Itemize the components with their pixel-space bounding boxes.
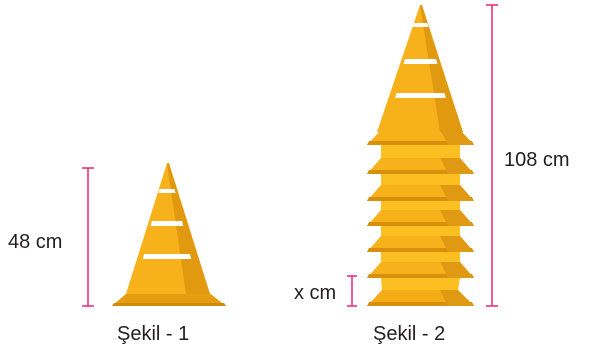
stack-top-stripe-2	[403, 59, 438, 64]
stack-skirt-1	[367, 158, 474, 185]
stack-top-stripe-1	[412, 23, 429, 27]
height-label-2: 108 cm	[504, 149, 570, 171]
height-measure-1	[82, 167, 94, 307]
height-label-1: 48 cm	[8, 231, 62, 253]
cone-1-stripe-low	[142, 254, 192, 259]
stack-skirt-2	[367, 185, 474, 210]
cone-1-stripe-top	[158, 189, 176, 193]
stack-top-stripe-3	[395, 93, 446, 98]
stack-skirt-6	[367, 290, 474, 306]
stack-skirt-4	[367, 236, 474, 262]
stack-skirt-5	[367, 262, 474, 290]
stack-top-cone	[377, 5, 463, 132]
height-measure-2	[486, 4, 498, 307]
caption-figure-2: Şekil - 2	[373, 323, 445, 345]
cone-figure-1	[112, 163, 226, 306]
cone-1-base	[112, 292, 226, 306]
caption-figure-1: Şekil - 1	[117, 323, 189, 345]
step-measure	[347, 275, 357, 307]
cone-stack-figure-2	[367, 5, 474, 306]
cone-1-stripe-mid	[150, 221, 184, 226]
step-label: x cm	[294, 282, 336, 304]
stack-skirt-3	[367, 210, 474, 236]
stack-skirt-0	[367, 130, 474, 158]
